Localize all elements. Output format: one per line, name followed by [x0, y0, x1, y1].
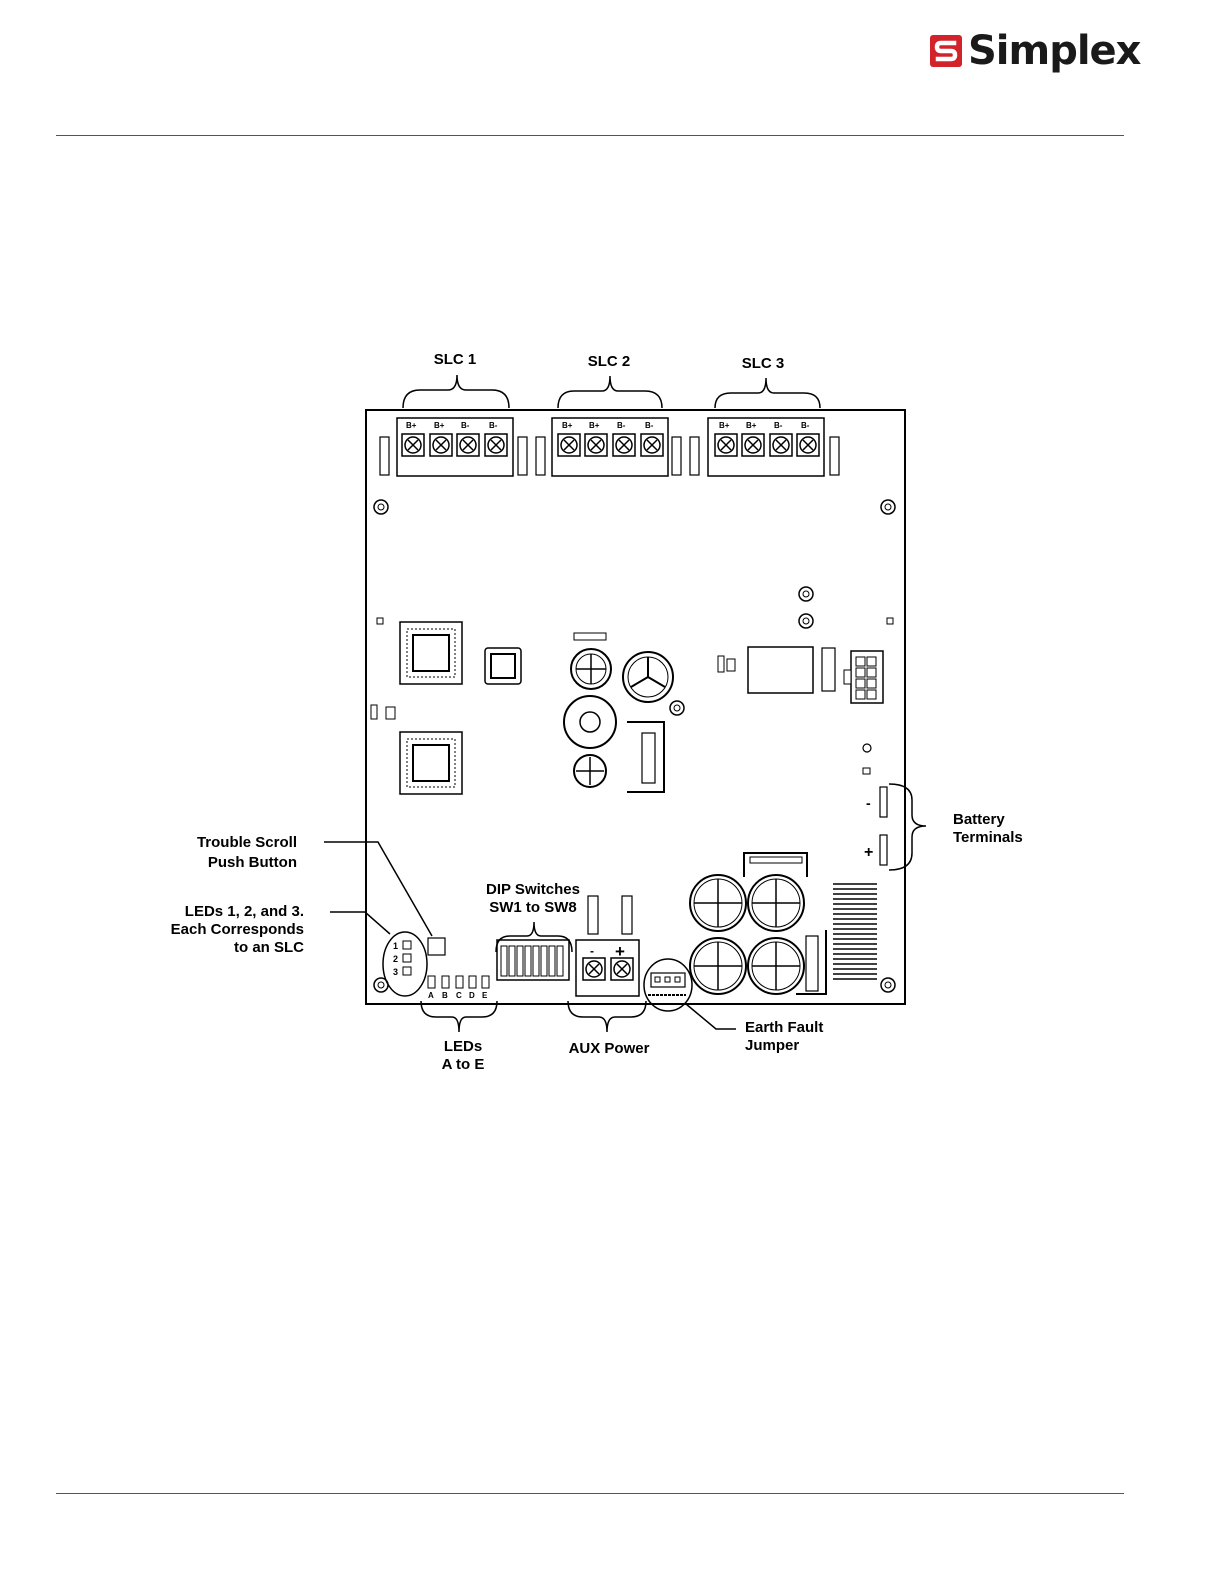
- led-number: 2: [393, 954, 398, 964]
- terminal-label: B-: [774, 421, 783, 430]
- transformer: [623, 652, 673, 702]
- capacitor: [571, 649, 611, 689]
- battery-terminal-negative: [880, 787, 887, 817]
- terminal-label: B+: [746, 421, 757, 430]
- aux-power-terminal-block: [576, 940, 639, 996]
- battery-terminals-label: Battery Terminals: [953, 811, 1053, 847]
- terminal-label: B-: [489, 421, 498, 430]
- terminal-label: B+: [562, 421, 573, 430]
- battery-sign: +: [864, 844, 873, 861]
- led-letter: B: [442, 991, 448, 1000]
- terminal-label: B+: [434, 421, 445, 430]
- terminal-label: B+: [406, 421, 417, 430]
- slc1-terminal-block: [380, 418, 527, 476]
- toroid-inductor: [564, 696, 616, 748]
- terminal-label: B+: [719, 421, 730, 430]
- slc3-label: SLC 3: [728, 355, 798, 373]
- processor-chip: [400, 622, 462, 684]
- led-number: 3: [393, 967, 398, 977]
- slc3-terminal-block: [690, 418, 839, 476]
- slc1-label: SLC 1: [420, 351, 490, 369]
- led-letter: D: [469, 991, 475, 1000]
- leds-a-to-e-label: LEDs A to E: [423, 1038, 503, 1074]
- dip-switches-label: DIP Switches SW1 to SW8: [473, 881, 593, 917]
- terminal-label: B-: [645, 421, 654, 430]
- terminal-label: B-: [801, 421, 810, 430]
- led-number: 1: [393, 941, 398, 951]
- slc2-label: SLC 2: [574, 353, 644, 371]
- led-letter: E: [482, 991, 488, 1000]
- trouble-scroll-label: Trouble Scroll Push Button: [150, 834, 297, 872]
- terminal-label: B-: [461, 421, 470, 430]
- capacitor: [574, 755, 606, 787]
- terminal-label: B+: [589, 421, 600, 430]
- processor-chip: [400, 732, 462, 794]
- terminal-label: B-: [617, 421, 626, 430]
- dip-switch-block: [497, 940, 569, 980]
- trouble-scroll-button: [428, 938, 445, 955]
- led-letter: A: [428, 991, 434, 1000]
- led-letter: C: [456, 991, 462, 1000]
- pcb-outline: [366, 410, 905, 1004]
- heatsink: [833, 881, 877, 981]
- leds-123-label: LEDs 1, 2, and 3. Each Corresponds to an…: [140, 903, 304, 957]
- earth-fault-label: Earth Fault Jumper: [745, 1019, 845, 1055]
- small-chip: [485, 648, 521, 684]
- aux-sign: +: [615, 942, 625, 961]
- slc2-terminal-block: [536, 418, 681, 476]
- battery-sign: -: [866, 795, 871, 811]
- aux-sign: -: [590, 944, 594, 958]
- battery-terminal-positive: [880, 835, 887, 865]
- aux-power-label: AUX Power: [553, 1040, 665, 1058]
